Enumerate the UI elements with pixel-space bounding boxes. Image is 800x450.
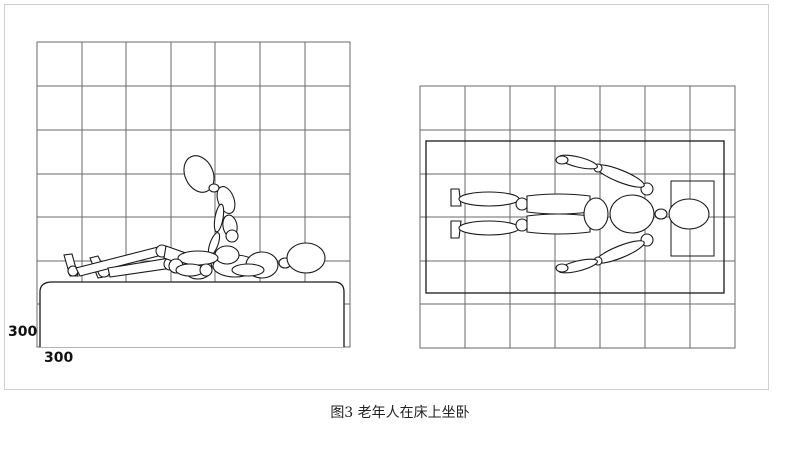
horizontal-dimension-label: 300 — [44, 350, 74, 366]
seated-caregiver-side — [168, 155, 240, 277]
vertical-dimension-label: 300 — [8, 324, 38, 340]
figure-caption: 图3 老年人在床上坐卧 — [330, 405, 470, 421]
lying-person-plan — [450, 154, 710, 274]
bed-side-view — [39, 281, 345, 347]
